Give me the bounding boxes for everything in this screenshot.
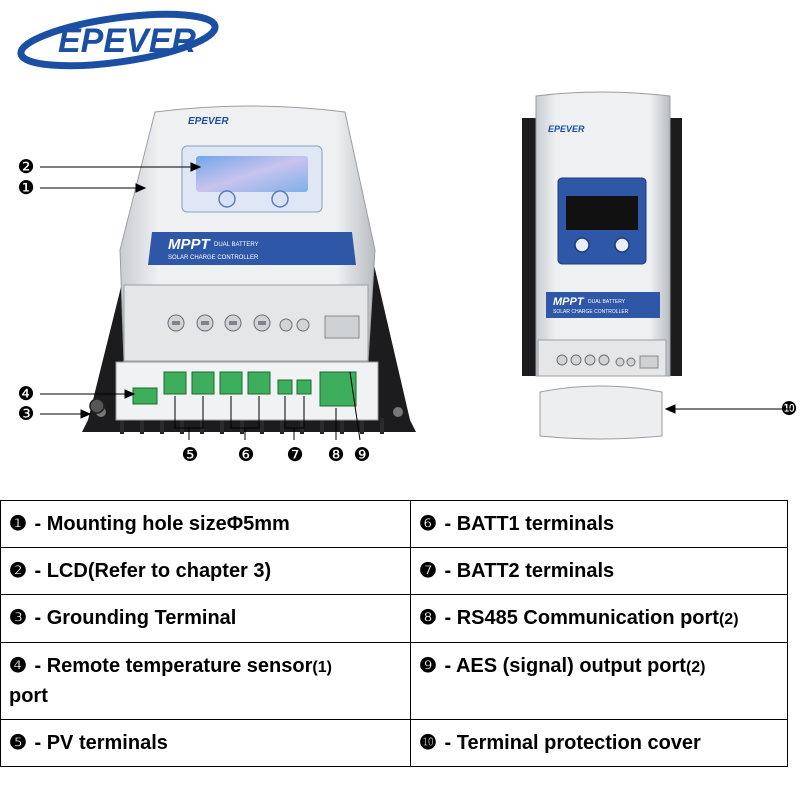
legend-text: - RS485 Communication port xyxy=(438,607,719,629)
legend-row: ❷ - LCD(Refer to chapter 3) ❼ - BATT2 te… xyxy=(0,547,788,595)
legend-cell: ❸ - Grounding Terminal xyxy=(0,594,411,643)
grounding-screw-icon xyxy=(89,398,105,414)
enter-button-icon xyxy=(614,237,630,253)
callout-1: ❶ xyxy=(17,177,34,199)
legend-text-continued: port xyxy=(9,685,48,707)
callout-6: ❻ xyxy=(237,444,254,466)
badge-title: MPPT xyxy=(553,296,585,308)
menu-button-icon xyxy=(574,237,590,253)
legend-number: ❸ xyxy=(9,607,27,629)
product-diagram: EPEVER MPPT DUAL BATTERY SOLAR CHARGE CO… xyxy=(17,91,798,466)
legend-text: - BATT1 terminals xyxy=(438,513,615,535)
callout-9: ❾ xyxy=(353,444,370,466)
menu-button-icon xyxy=(218,190,236,208)
controller-with-cover-view: EPEVER MPPT DUAL BATTERY SOLAR CHARGE CO… xyxy=(522,91,682,440)
legend-number: ❹ xyxy=(9,655,27,677)
callout-3: ❸ xyxy=(17,403,34,425)
legend-cell: ❹ - Remote temperature sensor(1) port xyxy=(0,642,411,720)
legend-text: - Terminal protection cover xyxy=(438,732,701,754)
legend-row: ❹ - Remote temperature sensor(1) port ❾ … xyxy=(0,642,788,720)
legend-number: ❺ xyxy=(9,732,27,754)
controller-front-view: EPEVER MPPT DUAL BATTERY SOLAR CHARGE CO… xyxy=(82,105,416,434)
callout-4: ❹ xyxy=(17,383,34,405)
lcd-screen xyxy=(566,196,638,230)
legend-number: ❾ xyxy=(419,655,437,677)
legend-note-ref: (2) xyxy=(718,611,739,628)
legend-cell: ❶ - Mounting hole sizeΦ5mm xyxy=(0,500,411,548)
legend-row: ❸ - Grounding Terminal ❽ - RS485 Communi… xyxy=(0,594,788,643)
badge-line-1: DUAL BATTERY xyxy=(214,242,259,248)
legend-cell: ❾ - AES (signal) output port(2) xyxy=(410,642,788,720)
legend-table: ❶ - Mounting hole sizeΦ5mm ❻ - BATT1 ter… xyxy=(0,500,788,767)
legend-cell: ❻ - BATT1 terminals xyxy=(410,500,788,548)
terminal-cover xyxy=(539,385,663,440)
legend-note-ref: (2) xyxy=(685,659,706,676)
callout-2: ❷ xyxy=(17,156,34,178)
legend-note-ref: (1) xyxy=(312,659,332,676)
legend-text: - Remote temperature sensor xyxy=(28,655,313,677)
legend-number: ❼ xyxy=(419,560,437,582)
legend-number: ❿ xyxy=(419,732,437,754)
mounting-hole-icon xyxy=(393,407,403,417)
badge-line-2: SOLAR CHARGE CONTROLLER xyxy=(168,255,259,261)
legend-text: - Mounting hole sizeΦ5mm xyxy=(28,513,290,535)
legend-row: ❺ - PV terminals ❿ - Terminal protection… xyxy=(0,719,788,767)
legend-text: - LCD(Refer to chapter 3) xyxy=(28,560,272,582)
callout-8: ❽ xyxy=(327,444,344,466)
device-brand-text: EPEVER xyxy=(188,116,229,127)
callout-10: ❿ xyxy=(780,398,797,420)
legend-cell: ❷ - LCD(Refer to chapter 3) xyxy=(0,547,411,595)
legend-number: ❽ xyxy=(419,607,437,629)
badge-line-2: SOLAR CHARGE CONTROLLER xyxy=(553,309,629,315)
legend-text: - AES (signal) output port xyxy=(438,655,686,677)
badge-line-1: DUAL BATTERY xyxy=(588,299,626,305)
legend-text: - PV terminals xyxy=(28,732,168,754)
legend-cell: ❿ - Terminal protection cover xyxy=(410,719,788,767)
callout-5: ❺ xyxy=(181,444,198,466)
badge-title: MPPT xyxy=(168,236,212,253)
legend-cell: ❽ - RS485 Communication port(2) xyxy=(410,594,788,643)
enter-button-icon xyxy=(271,190,289,208)
device-brand-text: EPEVER xyxy=(548,124,585,134)
temp-sensor-port xyxy=(132,387,158,405)
legend-text: - Grounding Terminal xyxy=(28,607,237,629)
legend-cell: ❼ - BATT2 terminals xyxy=(410,547,788,595)
legend-number: ❷ xyxy=(9,560,27,582)
legend-row: ❶ - Mounting hole sizeΦ5mm ❻ - BATT1 ter… xyxy=(0,500,788,548)
legend-cell: ❺ - PV terminals xyxy=(0,719,411,767)
legend-number: ❶ xyxy=(9,513,27,535)
lcd-screen xyxy=(196,156,308,192)
legend-text: - BATT2 terminals xyxy=(438,560,615,582)
logo-text: EPEVER xyxy=(58,22,196,60)
epever-logo: EPEVER xyxy=(17,10,219,70)
legend-number: ❻ xyxy=(419,513,437,535)
callout-7: ❼ xyxy=(286,444,303,466)
